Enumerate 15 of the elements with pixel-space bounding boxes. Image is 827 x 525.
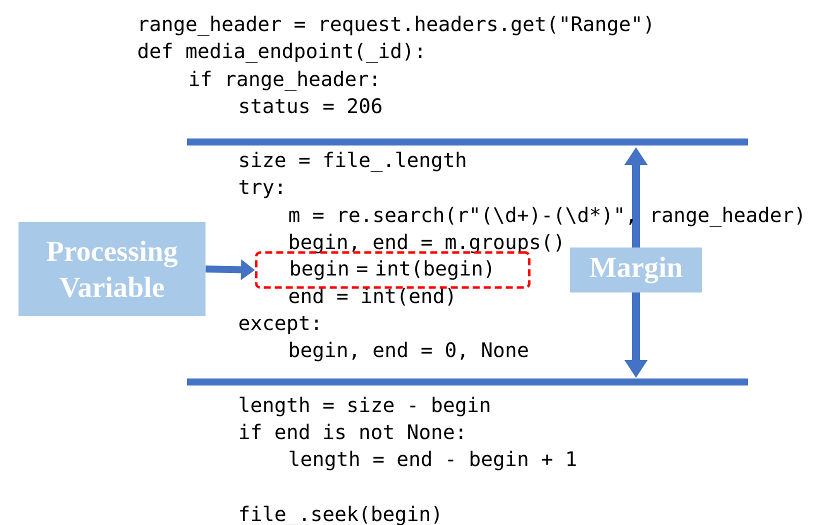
code-line: length = end - begin + 1 bbox=[290, 450, 576, 470]
code-line: length = size - begin bbox=[240, 396, 490, 416]
code-line: begin, end = 0, None bbox=[290, 342, 528, 362]
label-box: Margin bbox=[570, 248, 702, 292]
code-line: size = file_.length bbox=[240, 152, 466, 172]
code-line: begin, end = m.groups() bbox=[290, 234, 561, 254]
code-line: except: bbox=[239, 316, 318, 334]
code-line: try: bbox=[240, 180, 282, 198]
code-line: if end is not None: bbox=[240, 424, 462, 440]
label-box: Processing Variable bbox=[18, 222, 206, 316]
code-line: range_header = request.headers.get("Range") bbox=[140, 16, 651, 36]
code-line: status = 206 bbox=[240, 98, 382, 114]
code-line: end = int(end) bbox=[289, 288, 453, 306]
code-line: def media_endpoint(_id): bbox=[138, 42, 422, 63]
code-line: if range_header: bbox=[190, 70, 376, 91]
